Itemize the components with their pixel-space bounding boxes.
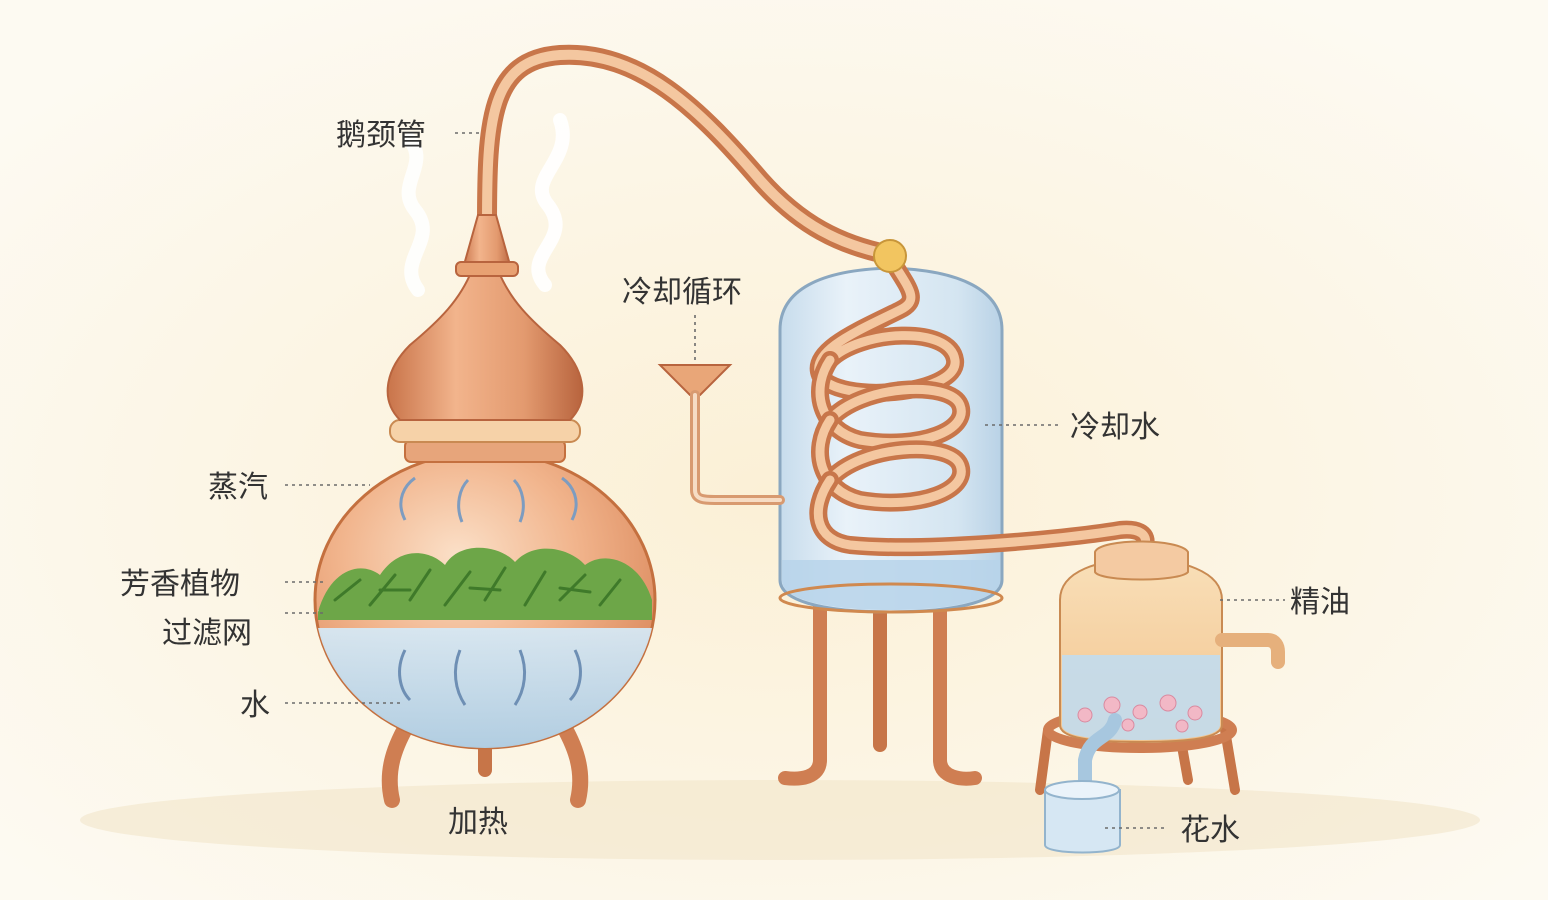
cup-body: [1044, 789, 1121, 854]
label-cooling-cycle: 冷却循环: [622, 275, 742, 310]
steam-arcs: [399, 476, 578, 523]
label-gooseneck: 鹅颈管: [336, 118, 426, 153]
pot-collar: [389, 419, 581, 443]
coil-joint: [873, 239, 907, 273]
condenser-base-rim: [778, 582, 1004, 614]
pot-neck: [404, 439, 566, 463]
label-water: 水: [240, 688, 270, 723]
hydrosol-pipe: [1078, 713, 1122, 792]
pot-spout-ring: [455, 261, 519, 277]
aromatic-plants-layer: [318, 547, 652, 620]
essential-oil-separator: [1035, 540, 1285, 795]
hydrosol-cup: [1044, 780, 1121, 854]
cooling-inlet-pipe-highlight: [693, 393, 782, 502]
floor-shadow: [80, 780, 1480, 860]
condenser: [657, 239, 1155, 786]
label-steam: 蒸汽: [208, 470, 268, 505]
condenser-leg-3: [933, 593, 982, 786]
separator-lid: [1094, 540, 1189, 581]
steam-wisps: [401, 113, 570, 297]
condenser-coil: [809, 249, 1155, 557]
leader-lines: [285, 132, 1285, 829]
separator-water: [1062, 655, 1220, 740]
label-hydrosol: 花水: [1180, 813, 1240, 848]
label-heating: 加热: [448, 805, 508, 840]
condenser-leg-1: [778, 583, 827, 786]
label-essential-oil: 精油: [1290, 585, 1350, 620]
label-aromatic-plants: 芳香植物: [120, 567, 240, 602]
diagram-labels: 鹅颈管 冷却循环 冷却水 蒸汽 芳香植物 过滤网 水 加热 精油 花水: [120, 118, 1350, 848]
cup-rim: [1044, 780, 1120, 800]
plant-leaves: [333, 566, 622, 607]
flower-petals: [1077, 694, 1203, 733]
oil-outlet-spout: [1215, 633, 1285, 669]
label-filter-mesh: 过滤网: [162, 616, 252, 651]
label-cooling-water: 冷却水: [1070, 410, 1160, 445]
water-convection-arcs: [398, 649, 582, 706]
gooseneck-pipe-highlight: [482, 49, 895, 260]
